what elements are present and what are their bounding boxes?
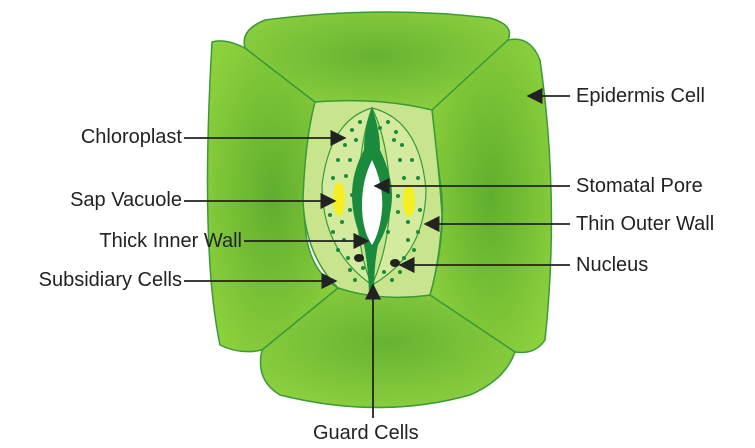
label-stomatal-pore: Stomatal Pore — [576, 175, 703, 197]
chloroplast-dot — [398, 158, 402, 162]
chloroplast-dot — [396, 194, 400, 198]
chloroplast-dot — [394, 130, 398, 134]
chloroplast-dot — [350, 193, 354, 197]
chloroplast-dot — [406, 238, 410, 242]
chloroplast-dot — [386, 230, 390, 234]
chloroplast-dot — [361, 266, 365, 270]
chloroplast-dot — [400, 143, 404, 147]
label-chloroplast: Chloroplast — [80, 126, 182, 148]
chloroplast-dot — [418, 208, 422, 212]
chloroplast-dot — [410, 158, 414, 162]
chloroplast-dot — [402, 256, 406, 260]
chloroplast-dot — [350, 128, 354, 132]
chloroplast-dot — [416, 176, 420, 180]
chloroplast-dot — [331, 176, 335, 180]
label-epidermis-cell: Epidermis Cell — [576, 85, 705, 107]
label-thick-inner-wall: Thick Inner Wall — [99, 230, 242, 252]
chloroplast-dot — [348, 268, 352, 272]
chloroplast-dot — [416, 230, 420, 234]
chloroplast-dot — [412, 248, 416, 252]
label-nucleus: Nucleus — [576, 254, 649, 276]
nucleus-left — [354, 254, 364, 262]
chloroplast-dot — [354, 138, 358, 142]
chloroplast-dot — [396, 210, 400, 214]
chloroplast-dot — [348, 208, 352, 212]
label-thin-outer-wall: Thin Outer Wall — [576, 213, 715, 235]
chloroplast-dot — [348, 158, 352, 162]
label-sap-vacuole: Sap Vacuole — [70, 189, 182, 211]
chloroplast-dot — [358, 228, 362, 232]
sap-vacuole-left — [333, 182, 345, 216]
chloroplast-dot — [331, 230, 335, 234]
chloroplast-dot — [358, 120, 362, 124]
nucleus-right — [390, 259, 400, 267]
chloroplast-dot — [390, 278, 394, 282]
chloroplast-dot — [346, 256, 350, 260]
chloroplast-dot — [353, 278, 357, 282]
chloroplast-dot — [378, 126, 382, 130]
chloroplast-dot — [402, 176, 406, 180]
chloroplast-dot — [344, 174, 348, 178]
chloroplast-dot — [328, 213, 332, 217]
chloroplast-dot — [392, 138, 396, 142]
sap-vacuole-right — [403, 185, 415, 217]
chloroplast-dot — [386, 120, 390, 124]
chloroplast-dot — [336, 248, 340, 252]
chloroplast-dot — [343, 143, 347, 147]
label-subsidiary-cells: Subsidiary Cells — [38, 269, 182, 291]
chloroplast-dot — [398, 270, 402, 274]
chloroplast-dot — [382, 270, 386, 274]
label-guard-cells: Guard Cells — [313, 422, 419, 444]
chloroplast-dot — [340, 220, 344, 224]
chloroplast-dot — [406, 220, 410, 224]
chloroplast-dot — [336, 158, 340, 162]
